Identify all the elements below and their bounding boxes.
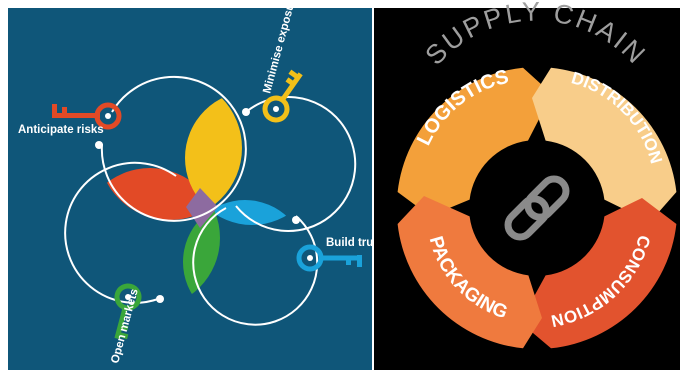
ring-anticipate <box>100 75 247 222</box>
ring-minimise <box>235 96 357 233</box>
ring-end-dot <box>292 216 300 224</box>
packaging-segment <box>397 196 542 349</box>
key-hole <box>125 294 131 300</box>
supply-chain-panel: SUPPLY CHAIN LOGISTICS DISTRIBUTION CONS… <box>374 0 680 370</box>
key-icon <box>114 283 142 340</box>
key-label: Anticipate risks <box>18 124 104 136</box>
key-icon <box>52 102 122 130</box>
yellow-lens <box>185 91 242 220</box>
ring-end-dot <box>156 295 164 303</box>
logistics-segment <box>397 67 552 216</box>
chain-link-icon <box>504 175 570 241</box>
key-hole <box>307 255 313 261</box>
ring-end-dot <box>95 141 103 149</box>
ring-end-dot <box>242 108 250 116</box>
risk-keys-panel: Anticipate risks Minimise exposure Build… <box>8 0 384 370</box>
consumption-segment <box>520 198 677 349</box>
center-disc <box>473 144 601 272</box>
key-icon <box>262 69 303 123</box>
key-hole <box>273 106 279 112</box>
key-label: Build trust <box>326 237 384 249</box>
ring-build-trust <box>192 207 319 326</box>
key-icon <box>296 244 362 272</box>
distribution-segment <box>532 67 677 222</box>
